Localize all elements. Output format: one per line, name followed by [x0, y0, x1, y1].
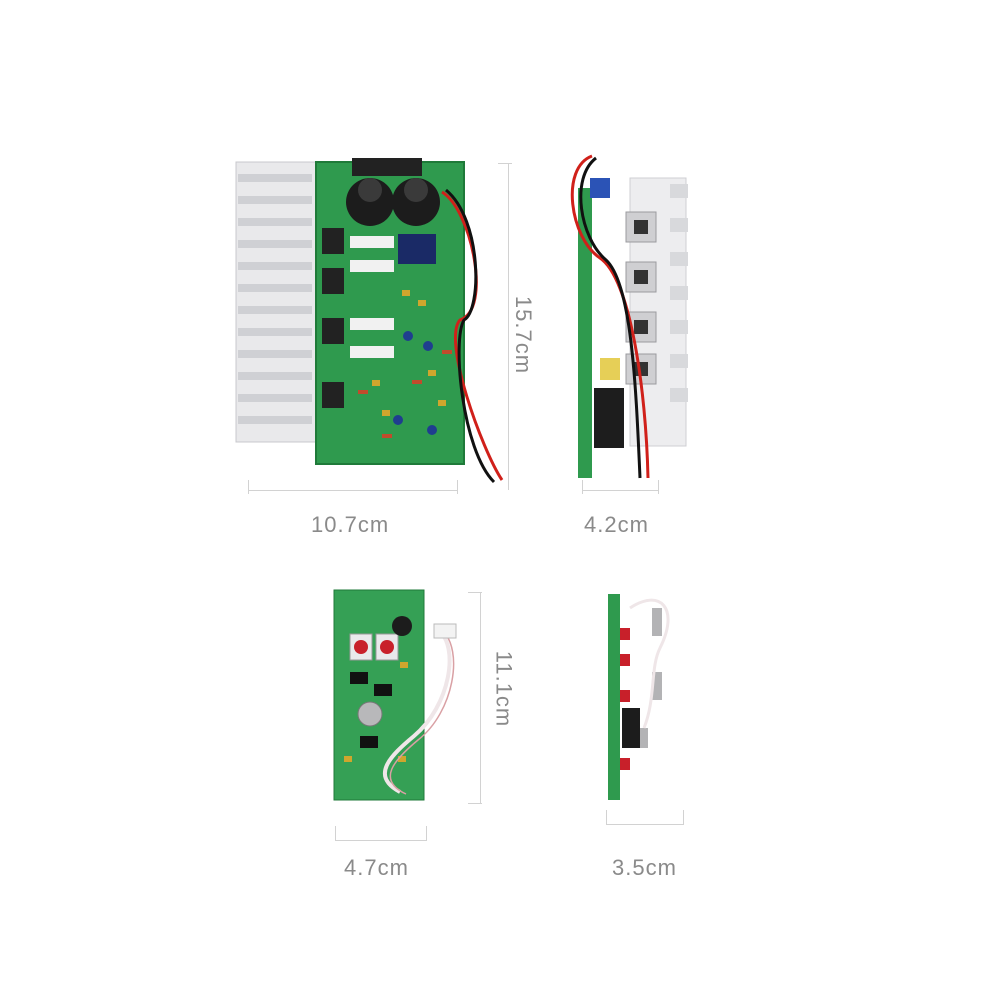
- potentiometer: [357, 701, 383, 727]
- wire-black: [579, 156, 642, 479]
- preamp-height-label: 11.1cm: [491, 650, 517, 728]
- pcb-edge: [608, 594, 620, 800]
- main-amp-height-label: 15.7cm: [511, 295, 537, 375]
- side-amp-board-photo: [570, 154, 688, 479]
- main-amp-width-label: 10.7cm: [311, 512, 390, 537]
- ribbon-wires: [383, 628, 452, 794]
- preamp-width-label: 4.7cm: [344, 855, 409, 880]
- relay: [398, 234, 436, 264]
- dimension-line-vertical: [508, 163, 509, 490]
- side-preamp-board-photo: [608, 594, 670, 800]
- side-amp-width-label: 4.2cm: [584, 512, 649, 537]
- knob-shaft: [652, 608, 662, 636]
- wire-red: [570, 154, 650, 479]
- power-wire-black: [445, 188, 496, 484]
- power-wire-red: [441, 190, 504, 481]
- side-preamp-width-label: 3.5cm: [612, 855, 677, 880]
- pcb-edge: [578, 188, 592, 478]
- preamp-board-photo: [333, 589, 457, 801]
- dimension-line-horizontal: [248, 490, 458, 491]
- main-amp-board-photo: [235, 158, 504, 484]
